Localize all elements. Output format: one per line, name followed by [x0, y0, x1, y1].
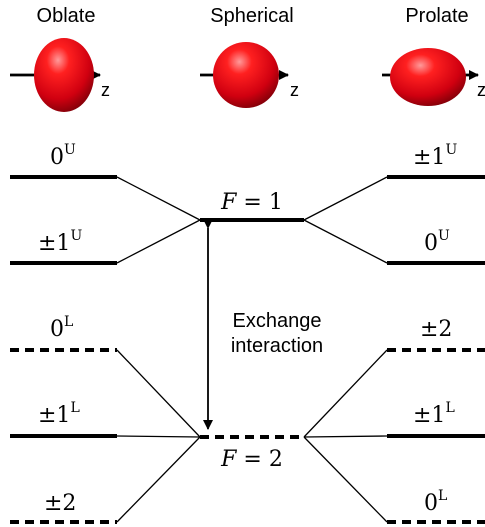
right-label-0L: 0L — [424, 488, 447, 516]
exchange-label-line1: Exchange — [233, 310, 322, 332]
left-label-pm2: ±2 — [44, 491, 76, 516]
right-label-pm1U: ±1U — [413, 142, 457, 170]
spherical-title: Spherical — [210, 5, 293, 27]
center-label-F1: F = 1 — [220, 190, 283, 215]
left-connectors — [117, 177, 200, 522]
spherical-ellipsoid — [200, 42, 288, 108]
left-label-0U: 0U — [50, 142, 76, 170]
left-label-pm1U: ±1U — [38, 228, 82, 256]
center-label-F2: F = 2 — [220, 447, 283, 472]
right-label-pm1L: ±1L — [413, 400, 455, 428]
oblate-ellipsoid — [10, 38, 100, 112]
right-label-pm2: ±2 — [420, 317, 452, 342]
exchange-label-line2: interaction — [231, 335, 323, 357]
prolate-z-axis-label: z — [477, 80, 485, 100]
oblate-title: Oblate — [37, 5, 96, 27]
left-label-0L: 0L — [50, 314, 73, 342]
prolate-ellipsoid — [382, 48, 478, 106]
prolate-title: Prolate — [405, 5, 468, 27]
oblate-z-axis-label: z — [101, 80, 110, 100]
right-label-0U: 0U — [424, 228, 450, 256]
left-label-pm1L: ±1L — [38, 400, 80, 428]
spherical-z-axis-label: z — [290, 80, 299, 100]
